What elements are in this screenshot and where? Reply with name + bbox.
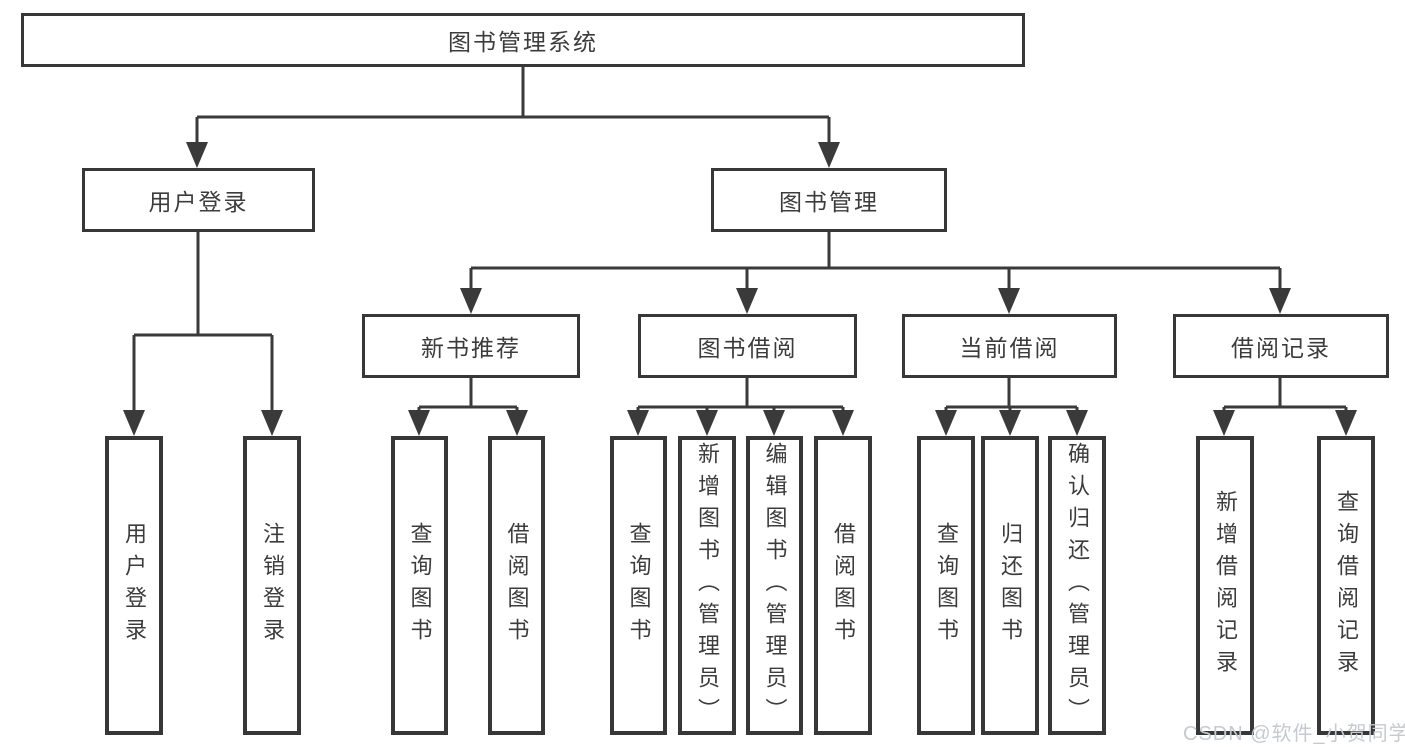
leaf-logout: 注销登录: [243, 436, 301, 735]
leaf-query-books-borrow-label: 查询图书: [626, 521, 652, 650]
leaf-borrow-books-label: 借阅图书: [831, 521, 856, 650]
leaf-add-book-admin: 新增图书（管理员）: [678, 436, 736, 735]
connector-book-borrow-branch: [636, 378, 845, 416]
leaf-query-borrow-record: 查询借阅记录: [1317, 436, 1375, 735]
node-book-management: 图书管理: [711, 168, 947, 232]
leaf-user-login-label: 用户登录: [122, 521, 147, 650]
leaf-confirm-return-admin: 确认归还（管理员）: [1048, 436, 1106, 735]
node-root-label: 图书管理系统: [448, 29, 598, 55]
leaf-borrow-books: 借阅图书: [814, 436, 872, 735]
leaf-edit-book-admin: 编辑图书（管理员）: [746, 436, 803, 735]
connector-user-login-branch: [132, 232, 274, 414]
leaf-add-book-admin-label: 新增图书（管理员）: [695, 441, 720, 730]
leaf-borrow-books-recommend-label: 借阅图书: [504, 521, 530, 650]
leaf-user-login: 用户登录: [105, 436, 163, 735]
node-current-borrow-label: 当前借阅: [959, 335, 1060, 361]
leaf-confirm-return-admin-label: 确认归还（管理员）: [1065, 441, 1090, 730]
leaf-query-books-borrow: 查询图书: [610, 436, 667, 735]
node-book-borrow: 图书借阅: [638, 314, 857, 378]
connector-root-branch: [195, 67, 831, 145]
leaf-query-books-current: 查询图书: [917, 436, 975, 735]
node-current-borrow: 当前借阅: [902, 314, 1117, 378]
node-user-login: 用户登录: [82, 168, 315, 232]
leaf-return-book-label: 归还图书: [998, 521, 1023, 650]
leaf-borrow-books-recommend: 借阅图书: [488, 436, 545, 735]
leaf-add-borrow-record-label: 新增借阅记录: [1213, 489, 1238, 682]
leaf-add-borrow-record: 新增借阅记录: [1196, 436, 1254, 735]
leaf-query-books-recommend-label: 查询图书: [407, 521, 433, 650]
connector-new-book-branch: [417, 378, 519, 416]
connector-book-management-branch: [469, 232, 1282, 292]
node-borrow-records-label: 借阅记录: [1231, 335, 1331, 361]
leaf-edit-book-admin-label: 编辑图书（管理员）: [762, 441, 788, 730]
node-borrow-records: 借阅记录: [1173, 314, 1389, 378]
node-user-login-label: 用户登录: [148, 189, 249, 215]
watermark: CSDN @软件_小贺同学: [1183, 723, 1405, 745]
leaf-logout-label: 注销登录: [260, 521, 285, 650]
node-book-management-label: 图书管理: [779, 189, 879, 215]
node-root: 图书管理系统: [21, 13, 1025, 67]
node-new-book-recommend-label: 新书推荐: [421, 335, 521, 361]
leaf-query-borrow-record-label: 查询借阅记录: [1334, 489, 1359, 682]
leaf-return-book: 归还图书: [981, 436, 1039, 735]
connector-current-borrow-branch: [944, 378, 1079, 416]
leaf-query-books-recommend: 查询图书: [391, 436, 448, 735]
node-book-borrow-label: 图书借阅: [697, 335, 798, 361]
node-new-book-recommend: 新书推荐: [362, 314, 580, 378]
connector-borrow-records-branch: [1222, 378, 1348, 416]
leaf-query-books-current-label: 查询图书: [934, 521, 959, 650]
